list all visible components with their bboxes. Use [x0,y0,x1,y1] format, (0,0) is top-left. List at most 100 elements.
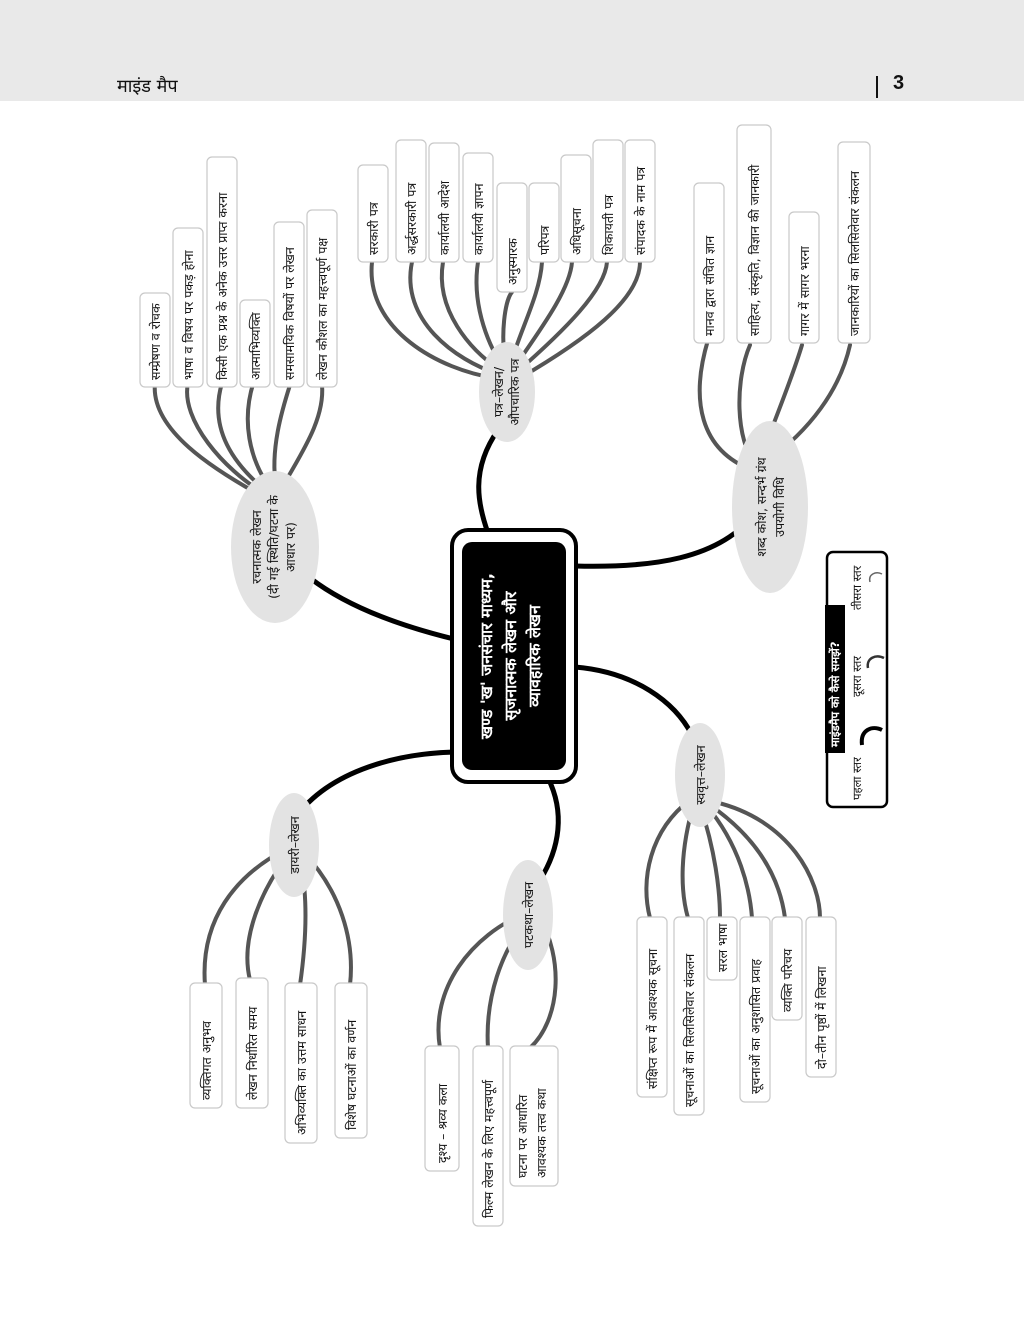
legend-level-1-line [859,726,883,746]
trunk-shabdkosh [572,509,759,569]
leaf-swavritt-3: सरल भाषा [706,916,738,981]
svg-text:भाषा व विषय पर पकड़ होना: भाषा व विषय पर पकड़ होना [181,250,196,380]
svg-text:दो–तीन पृष्ठों में लिखना: दो–तीन पृष्ठों में लिखना [814,966,830,1069]
legend-title: माइंडमैप को कैसे समझें? [828,641,842,748]
leaf-shabdkosh-4: जानकारियों का सिलसिलेवार संकलन [837,141,871,344]
header-title: माइंड मैप [117,76,178,97]
leaf-patra-6: परिपत्र [528,182,560,263]
svg-text:अधिसूचना: अधिसूचना [569,207,585,255]
leaf-patra-9: संपादक के नाम पत्र [624,139,656,263]
branch-swavritt-label: स्ववृत्त–लेखन [693,744,709,804]
svg-text:साहित्य, संस्कृति, विज्ञान की: साहित्य, संस्कृति, विज्ञान की जानकारी [747,164,763,336]
svg-text:आवश्यक तत्त्व कथा: आवश्यक तत्त्व कथा [534,1088,549,1178]
trunk-swavritt [572,664,695,738]
svg-text:जानकारियों का सिलसिलेवार संकलन: जानकारियों का सिलसिलेवार संकलन [847,170,862,336]
svg-text:व्यक्तिगत अनुभव: व्यक्तिगत अनुभव [199,1020,215,1100]
svg-text:शिकायती पत्र: शिकायती पत्र [601,194,616,255]
branch-rachnatmak-line-3: आधार पर) [283,522,298,572]
page-header: माइंड मैप 3 [0,0,1024,101]
trunk-patkatha [537,775,561,883]
svg-text:संपादक के नाम पत्र: संपादक के नाम पत्र [633,166,648,255]
leaf-shabdkosh-1: मानव द्वारा संचित ज्ञान [693,182,725,344]
svg-text:आत्माभिव्यक्ति: आत्माभिव्यक्ति [248,312,263,380]
leaf-rachnatmak-1: सम्प्रेषण व रोचक [139,292,171,388]
trunk-rachnatmak [307,575,461,643]
trunk-patra [476,427,501,536]
svg-text:घटना पर आधारित: घटना पर आधारित [515,1094,530,1178]
center-line-1: खण्ड 'ख' जनसंचार माध्यम, [477,573,496,740]
branch-swavritt: स्ववृत्त–लेखन [675,723,725,827]
svg-text:किसी एक प्रश्न के अनेक उत्तर प: किसी एक प्रश्न के अनेक उत्तर प्राप्त करन… [215,192,230,380]
leaf-swavritt-2: सूचनाओं का सिलसिलेवार संकलन [673,916,705,1116]
leaf-patra-1: सरकारी पत्र [357,164,389,263]
leaf-shabdkosh-3: गागर में सागर भरना [788,211,820,344]
branch-rachnatmak: रचनात्मक लेखन (दी गई स्थिति/घटना के आधार… [231,471,319,623]
svg-text:फिल्म लेखन के लिए महत्त्वपूर्ण: फिल्म लेखन के लिए महत्त्वपूर्ण [481,1079,497,1218]
center-line-2: सृजनात्मक लेखन और [501,590,521,721]
leaf-patra-3: कार्यालयी आदेश [428,142,460,263]
leaf-patkatha-2: फिल्म लेखन के लिए महत्त्वपूर्ण [472,1045,504,1227]
svg-text:अर्द्धसरकारी पत्र: अर्द्धसरकारी पत्र [404,182,419,255]
leaf-swavritt-4: सूचनाओं का अनुशासित प्रवाह [739,916,771,1103]
svg-text:व्यक्ति परिचय: व्यक्ति परिचय [780,948,795,1012]
branch-shabdkosh-line-2: उपयोगी विधि [772,477,787,537]
branch-shabdkosh: शब्द कोश, सन्दर्भ ग्रंथ उपयोगी विधि [732,421,808,593]
leaf-rachnatmak-4: आत्माभिव्यक्ति [239,299,271,388]
leaf-rachnatmak-2: भाषा व विषय पर पकड़ होना [172,227,204,388]
branch-rachnatmak-line-2: (दी गई स्थिति/घटना के [266,495,281,599]
leaf-patra-2: अर्द्धसरकारी पत्र [395,139,427,263]
trunk-diary [292,749,465,821]
svg-text:कार्यालयी आदेश: कार्यालयी आदेश [437,180,452,255]
svg-text:परिपत्र: परिपत्र [537,224,552,255]
legend-level-2: दूसरा स्तर [850,656,865,697]
branch-diary: डायरी–लेखन [269,793,319,897]
leaf-rachnatmak-6: लेखन कौशल का महत्त्वपूर्ण पक्ष [306,209,338,388]
branch-rachnatmak-line-1: रचनात्मक लेखन [249,509,264,583]
svg-text:दृश्य – श्रव्य कला: दृश्य – श्रव्य कला [435,1083,451,1163]
leaf-patkatha-1: दृश्य – श्रव्य कला [424,1045,460,1172]
leaf-diary-3: अभिव्यक्ति का उत्तम साधन [284,982,318,1144]
svg-text:मानव द्वारा संचित ज्ञान: मानव द्वारा संचित ज्ञान [702,235,717,336]
svg-text:लेखन कौशल का महत्त्वपूर्ण पक्ष: लेखन कौशल का महत्त्वपूर्ण पक्ष [315,237,331,380]
leaf-patra-8: शिकायती पत्र [592,139,624,263]
leaf-patra-4: कार्यालयी ज्ञापन [462,152,494,263]
svg-text:कार्यालयी ज्ञापन: कार्यालयी ज्ञापन [471,182,486,255]
branch-patkatha: पटकथा–लेखन [503,860,553,970]
leaf-rachnatmak-3: किसी एक प्रश्न के अनेक उत्तर प्राप्त करन… [206,156,238,388]
branch-patra-line-2: औपचारिक पत्र [507,357,522,425]
legend-level-1: पहला स्तर [850,757,864,800]
svg-text:अभिव्यक्ति का उत्तम साधन: अभिव्यक्ति का उत्तम साधन [294,1010,309,1135]
leaf-diary-1: व्यक्तिगत अनुभव [189,982,223,1109]
leaf-swavritt-5: व्यक्ति परिचय [771,916,803,1021]
trunk-lines [292,427,759,883]
leaf-patra-7: अधिसूचना [560,154,592,263]
svg-text:अनुस्मारक: अनुस्मारक [505,238,521,285]
leaf-shabdkosh-2: साहित्य, संस्कृति, विज्ञान की जानकारी [736,124,772,344]
legend-level-2-line [866,655,885,669]
branch-patra-line-1: पत्र–लेखन/ [491,366,506,417]
svg-text:गागर में सागर भरना: गागर में सागर भरना [797,246,812,336]
svg-text:सरकारी पत्र: सरकारी पत्र [366,201,381,255]
legend-level-3-line [868,572,883,583]
svg-text:सरल भाषा: सरल भाषा [715,923,730,972]
leaf-diary-2: लेखन निर्धारित समय [235,977,269,1109]
branch-patkatha-label: पटकथा–लेखन [521,881,536,948]
branch-patra: पत्र–लेखन/ औपचारिक पत्र [479,342,535,442]
svg-text:संक्षिप्त रूप में आवश्यक सूचना: संक्षिप्त रूप में आवश्यक सूचना [645,948,661,1089]
center-node: खण्ड 'ख' जनसंचार माध्यम, सृजनात्मक लेखन … [450,528,578,784]
leaf-patra-5: अनुस्मारक [496,182,528,293]
svg-text:सूचनाओं का सिलसिलेवार संकलन: सूचनाओं का सिलसिलेवार संकलन [682,953,698,1107]
branch-shabdkosh-line-1: शब्द कोश, सन्दर्भ ग्रंथ [754,456,769,556]
center-line-3: व्यावहारिक लेखन [525,604,544,708]
leaf-rachnatmak-5: समसामयिक विषयों पर लेखन [273,221,305,388]
leaf-swavritt-6: दो–तीन पृष्ठों में लिखना [805,916,837,1078]
header-separator [876,76,878,98]
legend: माइंडमैप को कैसे समझें? पहला स्तर दूसरा … [825,550,889,809]
legend-level-3: तीसरा स्तर [850,565,864,610]
svg-text:विशेष घटनाओं का वर्णन: विशेष घटनाओं का वर्णन [344,1019,359,1130]
svg-text:सम्प्रेषण व रोचक: सम्प्रेषण व रोचक [148,303,163,380]
svg-text:समसामयिक विषयों पर लेखन: समसामयिक विषयों पर लेखन [282,246,297,380]
svg-text:लेखन निर्धारित समय: लेखन निर्धारित समय [245,1006,260,1100]
branch-diary-label: डायरी–लेखन [287,815,302,874]
